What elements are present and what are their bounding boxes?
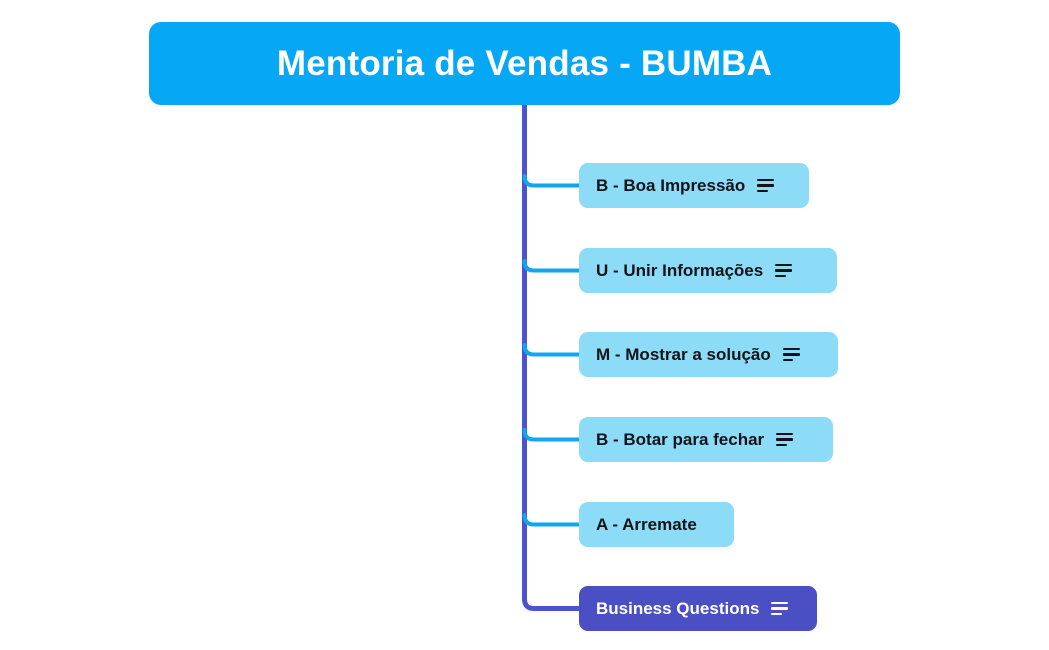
note-lines-icon[interactable]	[776, 432, 794, 447]
branch-node-arremate[interactable]: A - Arremate	[579, 502, 734, 547]
branch-node-label: Business Questions	[596, 599, 760, 618]
branch-line-5	[522, 513, 582, 527]
branch-line-4	[522, 428, 582, 442]
branch-node-label: M - Mostrar a solução	[596, 345, 771, 364]
branch-node-label: U - Unir Informações	[596, 261, 764, 280]
note-lines-icon[interactable]	[757, 178, 775, 193]
branch-node-label: B - Botar para fechar	[596, 430, 765, 449]
branch-line-2	[522, 259, 582, 273]
branch-node-boa-impressao[interactable]: B - Boa Impressão	[579, 163, 809, 208]
branch-node-unir-informacoes[interactable]: U - Unir Informações	[579, 248, 837, 293]
branch-node-business-questions[interactable]: Business Questions	[579, 586, 817, 631]
branch-node-label: A - Arremate	[596, 515, 697, 534]
note-lines-icon[interactable]	[771, 601, 789, 616]
root-node-label: Mentoria de Vendas - BUMBA	[276, 44, 773, 83]
note-lines-icon[interactable]	[775, 263, 793, 278]
root-node[interactable]: Mentoria de Vendas - BUMBA	[149, 22, 900, 105]
branch-line-3	[522, 343, 582, 357]
branch-line-6	[522, 596, 583, 611]
branch-node-mostrar-a-solucao[interactable]: M - Mostrar a solução	[579, 332, 838, 377]
branch-node-label: B - Boa Impressão	[596, 176, 746, 195]
note-lines-icon[interactable]	[782, 347, 800, 362]
branch-node-botar-para-fechar[interactable]: B - Botar para fechar	[579, 417, 833, 462]
branch-line-1	[522, 174, 582, 188]
